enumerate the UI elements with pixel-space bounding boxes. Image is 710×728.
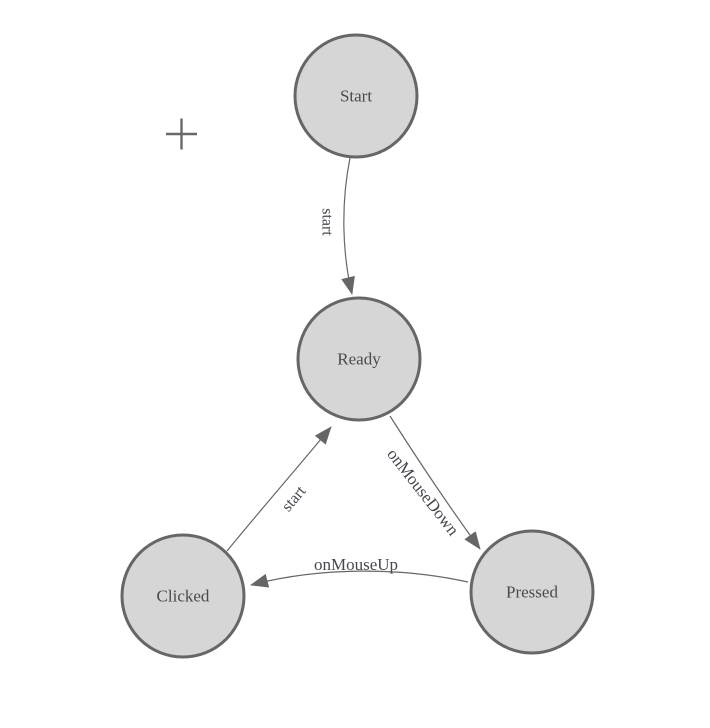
plus-crosshair-icon — [166, 118, 197, 150]
transition-ready-to-pressed-path[interactable] — [389, 415, 481, 550]
transition-clicked-to-ready-path[interactable] — [226, 426, 332, 552]
transition-start-to-ready-path[interactable] — [341, 157, 355, 295]
transition-label-onmousedown: onMouseDown — [383, 445, 463, 540]
state-node-ready-circle[interactable] — [296, 296, 422, 422]
state-node-start-circle[interactable] — [293, 33, 419, 159]
transition-pressed-to-clicked: onMouseUp — [250, 555, 469, 588]
state-node-pressed: Pressed — [469, 529, 595, 655]
state-node-ready: Ready — [296, 296, 422, 422]
state-node-clicked: Clicked — [120, 533, 246, 659]
transition-ready-to-pressed: onMouseDown — [383, 415, 481, 550]
transition-start-to-ready: start — [319, 157, 355, 295]
transition-label-start-2: start — [279, 483, 310, 515]
state-node-pressed-circle[interactable] — [469, 529, 595, 655]
transition-clicked-to-ready: start — [226, 426, 332, 552]
transition-pressed-to-clicked-path[interactable] — [250, 570, 469, 588]
state-node-start: Start — [293, 33, 419, 159]
transition-label-start-1: start — [319, 208, 336, 236]
state-node-clicked-circle[interactable] — [120, 533, 246, 659]
